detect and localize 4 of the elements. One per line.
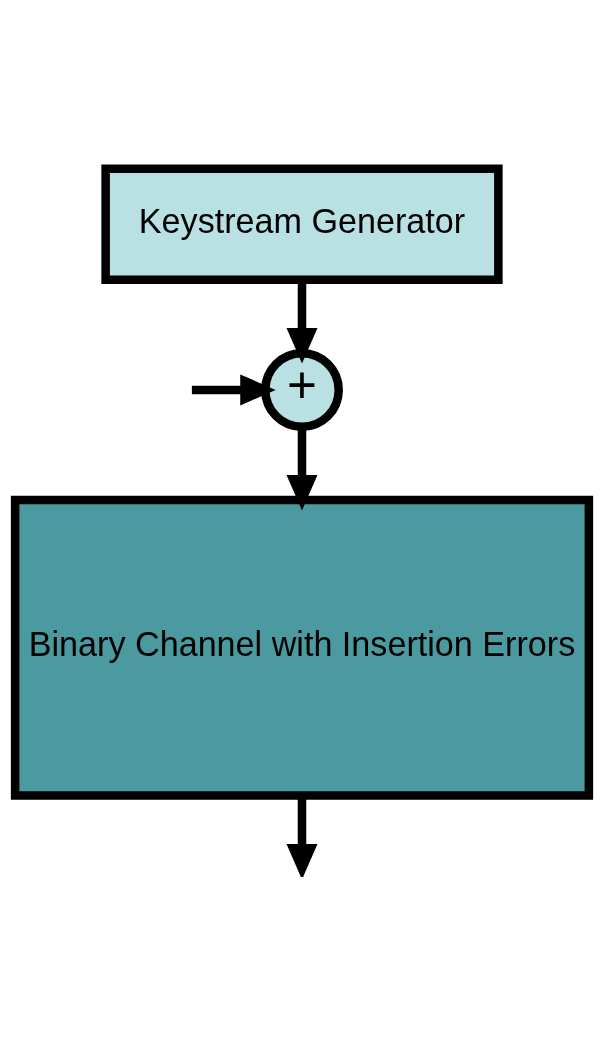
node-box: Keystream Generator bbox=[101, 164, 503, 284]
arrow bbox=[191, 373, 276, 405]
node-box: Binary Channel with Insertion Errors bbox=[10, 495, 594, 800]
node-circle: + bbox=[261, 348, 343, 431]
